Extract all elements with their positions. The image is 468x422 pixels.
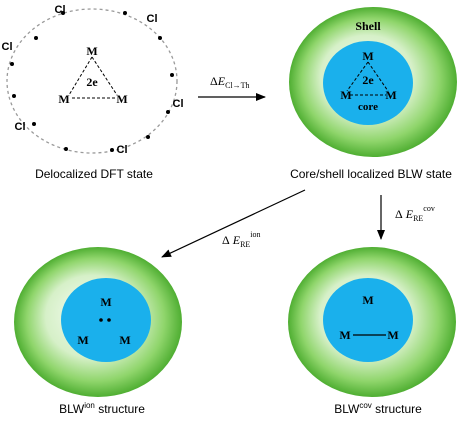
metal-atom-label: M [340, 88, 351, 102]
boundary-dot [64, 147, 68, 151]
boundary-dot [170, 73, 174, 77]
metal-atom-label: M [387, 328, 398, 342]
blw-cov-structure: M M M BLWcov structure [288, 247, 456, 416]
shell-label: Shell [355, 19, 381, 33]
boundary-dot [34, 36, 38, 40]
electron-dot [99, 318, 103, 322]
cl-label: Cl [147, 13, 158, 25]
boundary-dot [110, 148, 114, 152]
boundary-dot [123, 11, 127, 15]
electron-dot [107, 318, 111, 322]
boundary-dot [12, 94, 16, 98]
delocalized-dashed-boundary [6, 8, 178, 154]
metal-atom-label: M [58, 92, 69, 106]
metal-atom-label: M [100, 295, 111, 309]
cl-label: Cl [15, 121, 26, 133]
blw-cov-caption: BLWcov structure [334, 401, 422, 416]
metal-atom-label: M [77, 333, 88, 347]
electron-pair-label: 2e [86, 75, 98, 89]
metal-atom-label: M [116, 92, 127, 106]
metal-atom-label: M [385, 88, 396, 102]
boundary-dot [158, 36, 162, 40]
metal-atom-label: M [362, 49, 373, 63]
core-label: core [358, 101, 378, 113]
boundary-dot [10, 62, 14, 66]
core-ellipse [323, 278, 413, 362]
cl-label: Cl [2, 41, 13, 53]
blw-ion-caption: BLWion structure [59, 401, 145, 416]
metal-atom-label: M [119, 333, 130, 347]
blw-ion-structure: M M M BLWion structure [14, 247, 182, 416]
delocalized-caption: Delocalized DFT state [35, 167, 153, 181]
core-shell-blw-state: Shell M M M 2e core Core/shell localized… [289, 7, 457, 181]
metal-atom-label: M [86, 44, 97, 58]
electron-pair-label: 2e [362, 73, 374, 87]
cl-label: Cl [173, 98, 184, 110]
delta-e-cl-th-label: ΔECl→Th [210, 74, 250, 90]
arrow-delta-e-cl-th: ΔECl→Th [198, 74, 266, 101]
boundary-dots [10, 11, 174, 152]
lone-electron-pair [99, 318, 111, 322]
metal-atom-label: M [339, 328, 350, 342]
cl-label: Cl [55, 4, 66, 16]
boundary-dot [61, 11, 65, 15]
boundary-dot [146, 135, 150, 139]
core-metal-triangle [346, 61, 389, 96]
boundary-dot [166, 110, 170, 114]
metal-atom-label: M [362, 293, 373, 307]
boundary-dot [32, 122, 36, 126]
delocalized-dft-state: Cl Cl Cl Cl Cl Cl M M M 2e Delocalized D… [2, 4, 184, 181]
core-ellipse [323, 41, 413, 125]
core-shell-caption: Core/shell localized BLW state [290, 167, 452, 181]
cl-label: Cl [117, 144, 128, 156]
arrow-line [161, 189, 306, 258]
metal-triangle [68, 56, 118, 99]
core-ellipse [61, 278, 151, 362]
